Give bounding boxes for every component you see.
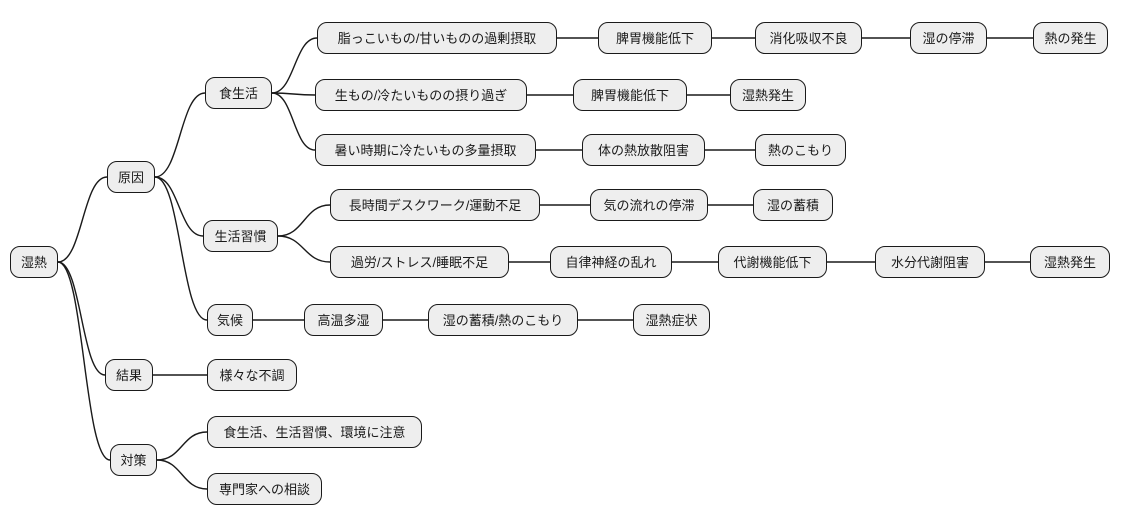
mindmap-node-diet: 食生活 [205, 77, 272, 109]
mindmap-node-c3: 熱のこもり [755, 134, 846, 166]
mindmap-node-clim: 気候 [207, 304, 253, 336]
edge-cause-clim [154, 176, 208, 321]
mindmap-node-a1: 脂っこいもの/甘いものの過剰摂取 [317, 22, 557, 54]
mindmap-node-h2: 専門家への相談 [207, 473, 322, 505]
mindmap-node-a3: 消化吸収不良 [755, 22, 862, 54]
edge-root-plan [57, 261, 111, 461]
mindmap-node-d1: 長時間デスクワーク/運動不足 [330, 189, 540, 221]
mindmap-node-h1: 食生活、生活習慣、環境に注意 [207, 416, 422, 448]
mindmap-node-b1: 生もの/冷たいものの摂り過ぎ [315, 79, 527, 111]
edge-diet-a1 [271, 37, 318, 94]
mindmap-node-d2: 気の流れの停滞 [590, 189, 708, 221]
edge-root-result [57, 261, 106, 376]
edge-diet-b1 [271, 92, 316, 96]
mindmap-node-a2: 脾胃機能低下 [598, 22, 712, 54]
mindmap-node-root: 湿熱 [10, 246, 58, 278]
mindmap-node-g1: 様々な不調 [207, 359, 297, 391]
edge-cause-diet [154, 92, 206, 178]
mindmap-node-a4: 湿の停滞 [910, 22, 987, 54]
mindmap-node-e4: 水分代謝阻害 [875, 246, 985, 278]
mindmap-node-b3: 湿熱発生 [730, 79, 806, 111]
mindmap-node-b2: 脾胃機能低下 [573, 79, 687, 111]
mindmap-node-f3: 湿熱症状 [633, 304, 710, 336]
edge-life-e1 [277, 235, 331, 263]
edge-plan-h1 [156, 431, 208, 461]
mindmap-node-d3: 湿の蓄積 [753, 189, 833, 221]
mindmap-node-c2: 体の熱放散阻害 [582, 134, 705, 166]
edge-plan-h2 [156, 459, 208, 490]
mindmap-node-f2: 湿の蓄積/熱のこもり [428, 304, 578, 336]
mindmap-node-cause: 原因 [107, 161, 155, 193]
edge-cause-life [154, 176, 204, 237]
mindmap-node-c1: 暑い時期に冷たいもの多量摂取 [315, 134, 536, 166]
mindmap-node-result: 結果 [105, 359, 153, 391]
mindmap-node-life: 生活習慣 [203, 220, 278, 252]
mindmap-node-e5: 湿熱発生 [1030, 246, 1110, 278]
mindmap-node-e3: 代謝機能低下 [718, 246, 827, 278]
mindmap-node-plan: 対策 [110, 444, 157, 476]
edge-life-d1 [277, 204, 331, 237]
mindmap-node-a5: 熱の発生 [1033, 22, 1108, 54]
mindmap-node-f1: 高温多湿 [304, 304, 383, 336]
edge-root-cause [57, 176, 108, 263]
mindmap-node-e2: 自律神経の乱れ [550, 246, 672, 278]
edge-diet-c1 [271, 92, 316, 151]
mindmap-node-e1: 過労/ストレス/睡眠不足 [330, 246, 509, 278]
